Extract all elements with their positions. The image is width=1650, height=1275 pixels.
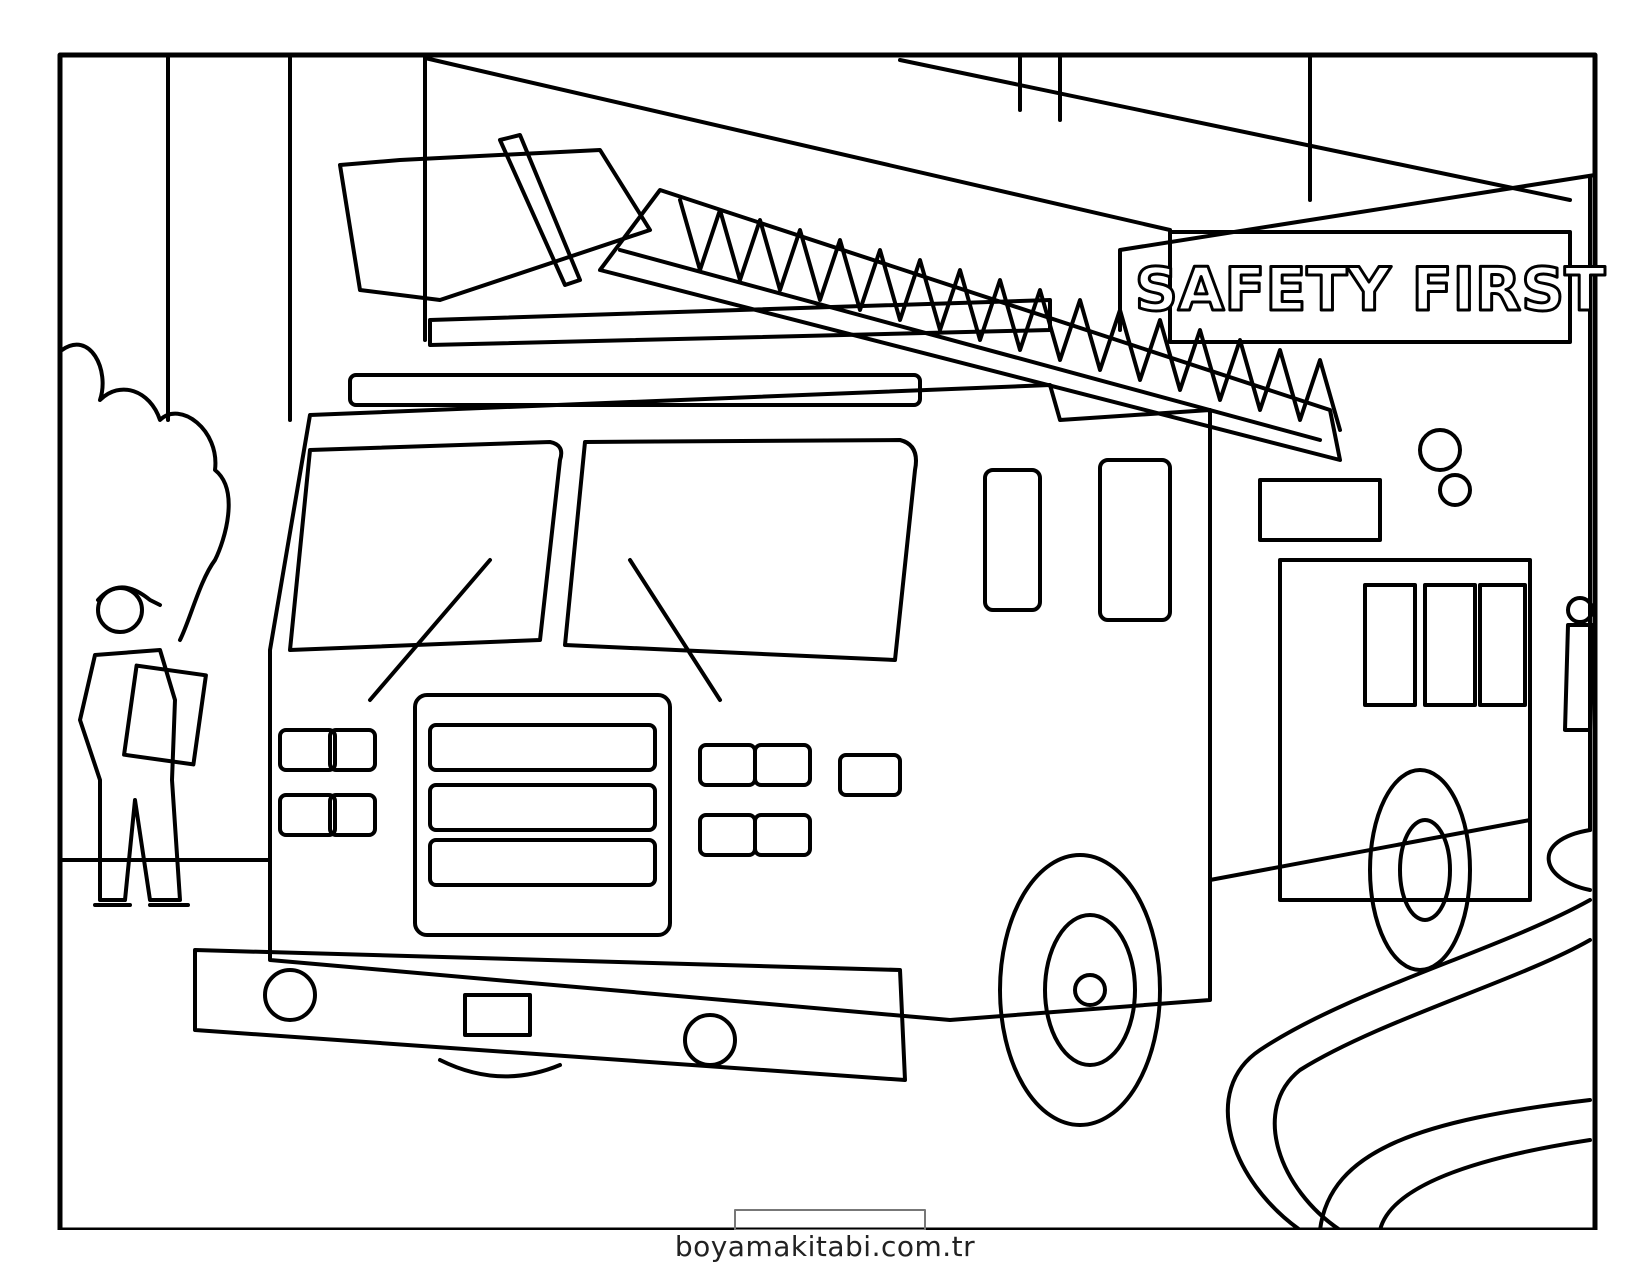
bush	[60, 342, 231, 642]
fire-hose	[1225, 828, 1592, 1230]
page-frame	[57, 52, 1598, 1230]
cab	[268, 383, 1212, 1022]
door-window	[1098, 458, 1172, 622]
bumper	[193, 948, 907, 1082]
safety-first-sign: SAFETY FIRST	[1133, 230, 1607, 344]
building	[58, 56, 1597, 862]
firefighter-left	[78, 585, 208, 907]
grille	[413, 693, 672, 937]
windshield-left	[288, 440, 564, 652]
sign-text: SAFETY FIRST	[1135, 255, 1606, 325]
compartment	[1278, 558, 1532, 902]
aerial-ladder	[338, 133, 1472, 542]
website-footer: boyamakitabi.com.tr	[674, 1230, 976, 1263]
wheels	[438, 768, 1472, 1127]
side-mirror	[983, 468, 1042, 612]
windshield-right	[563, 438, 918, 662]
fire-truck-coloring-page: SAFETY FIRST	[57, 52, 1607, 1230]
firefighter-right	[1563, 596, 1594, 732]
coloring-label	[734, 1209, 926, 1230]
